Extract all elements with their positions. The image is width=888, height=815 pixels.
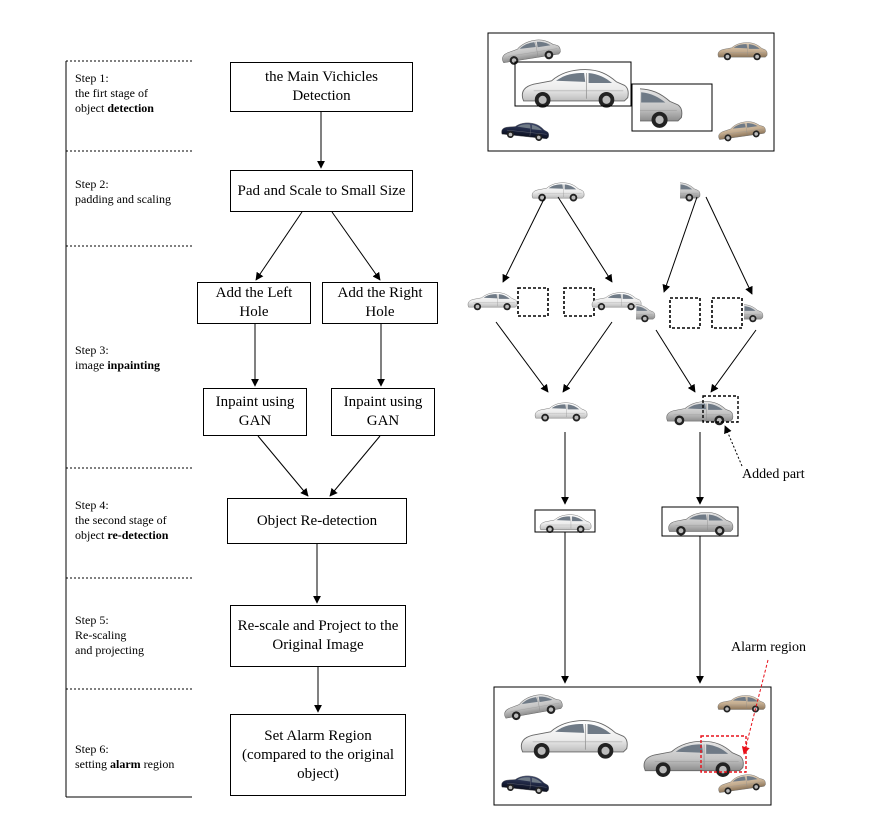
inpaint-left-box: Inpaint using GAN [203,388,307,436]
redetection-box: Object Re-detection [227,498,407,544]
main-detection-box: the Main Vichicles Detection [230,62,413,112]
step-1-label: Step 1: the firt stage of object detecti… [75,71,154,115]
right-hole-box: Add the Right Hole [322,282,438,324]
inpaint-right-box: Inpaint using GAN [331,388,435,436]
added-part-label: Added part [742,467,805,482]
rescale-box: Re-scale and Project to the Original Ima… [230,605,406,667]
left-hole-box: Add the Left Hole [197,282,311,324]
step-6-label: Step 6: setting alarm region [75,742,175,771]
pad-scale-box: Pad and Scale to Small Size [230,170,413,212]
step-4-label: Step 4: the second stage of object re-de… [75,498,169,542]
step-2-label: Step 2: padding and scaling [75,177,171,206]
step-3-label: Step 3: image inpainting [75,343,161,372]
alarm-box: Set Alarm Region (compared to the origin… [230,714,406,796]
step-5-label: Step 5: Re-scaling and projecting [75,613,144,657]
alarm-region-label: Alarm region [731,640,807,655]
